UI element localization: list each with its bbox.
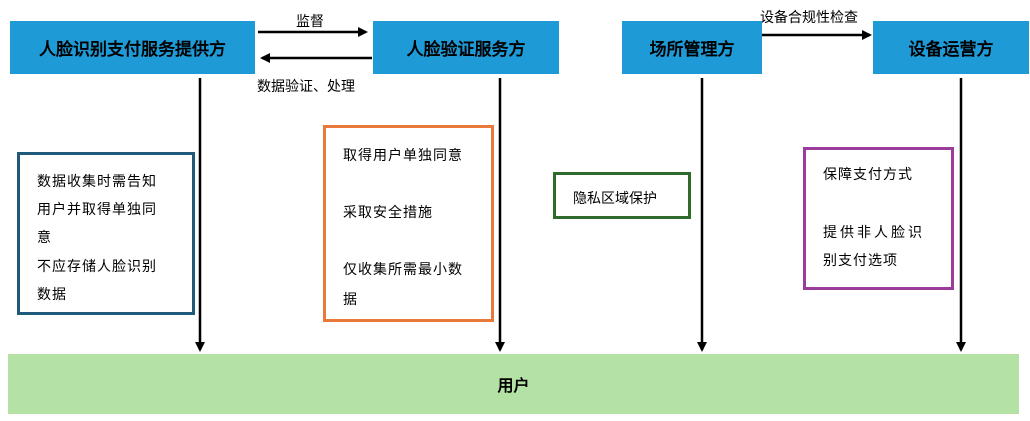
edge-label-compliance: 设备合规性检查 [760,10,858,26]
note-venue: 隐私区域保护 [553,172,691,219]
note-provider-line: 数据 [37,287,67,303]
note-operator-line: 保障支付方式 [823,167,913,183]
actor-venue: 场所管理方 [622,21,762,74]
note-provider-line: 不应存储人脸识别 [37,259,157,275]
note-venue-line: 隐私区域保护 [573,191,657,207]
actor-provider: 人脸识别支付服务提供方 [10,21,255,74]
note-provider-line: 数据收集时需告知 [37,174,157,190]
note-operator: 保障支付方式 提供非人脸识 别支付选项 [803,147,954,290]
note-verifier-line: 取得用户单独同意 [343,148,463,164]
note-provider: 数据收集时需告知 用户并取得单独同 意 不应存储人脸识别 数据 [17,152,195,315]
edge-label-supervise: 监督 [296,14,324,30]
edge-label-data-processing: 数据验证、处理 [257,79,355,95]
note-operator-line: 别支付选项 [823,253,898,269]
note-provider-line: 用户并取得单独同 [37,202,157,218]
note-operator-line: 提供非人脸识 [823,225,925,241]
note-verifier-line: 采取安全措施 [343,205,433,221]
note-verifier: 取得用户单独同意 采取安全措施 仅收集所需最小数 据 [323,125,494,322]
actor-verifier: 人脸验证服务方 [373,21,559,74]
user-bar: 用户 [8,354,1019,414]
actor-operator: 设备运营方 [873,21,1029,74]
note-verifier-line: 仅收集所需最小数 [343,262,463,278]
note-verifier-line: 据 [343,292,358,308]
user-label: 用户 [497,376,530,395]
note-provider-line: 意 [37,230,52,246]
